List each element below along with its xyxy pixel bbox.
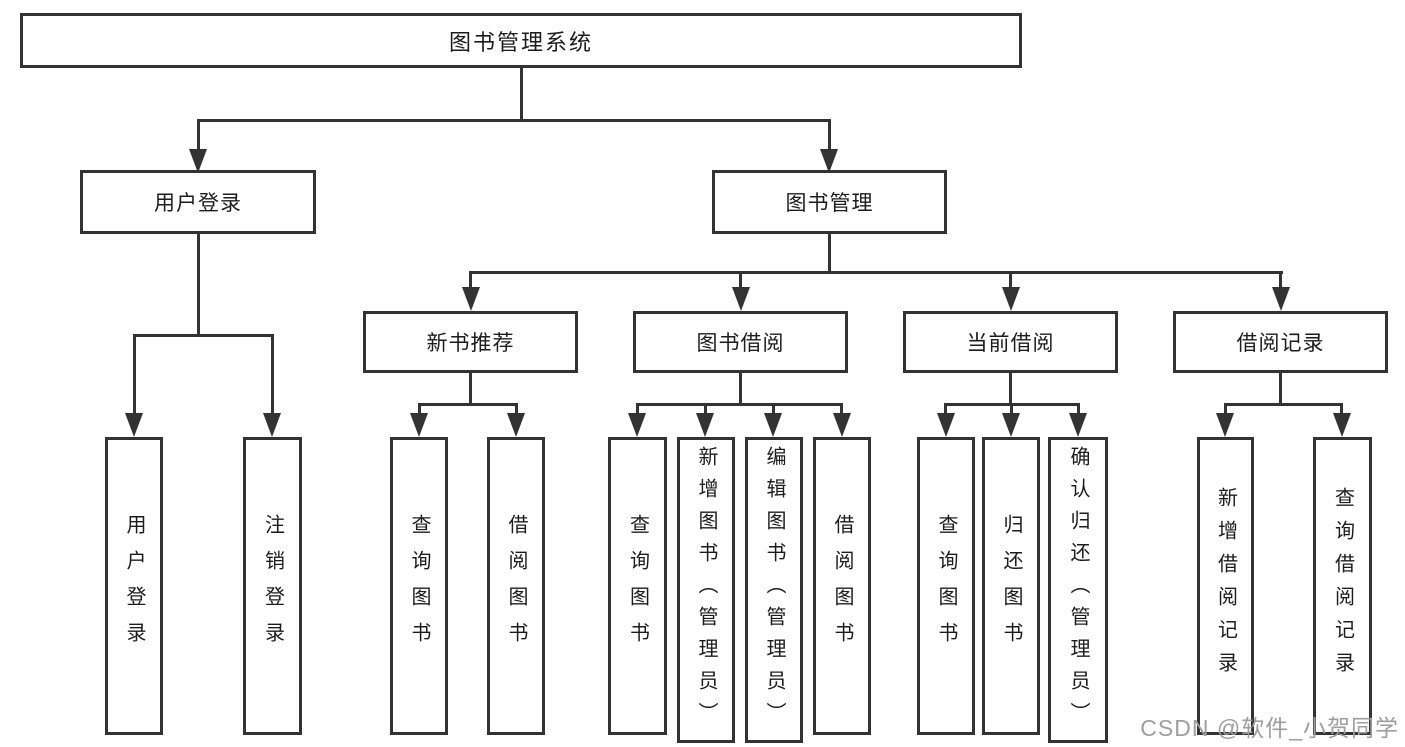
node-label: 当前借阅 [966,332,1055,355]
node-label: 借阅图书 [831,514,853,658]
arrow-down-icon [507,413,525,437]
arrow-down-icon [462,287,480,311]
node-query-book-current: 查询图书 [917,437,975,735]
node-borrow-book: 借阅图书 [813,437,871,735]
node-borrowing-records: 借阅记录 [1173,311,1388,373]
connector-line [1077,403,1080,413]
connector-line [469,271,472,287]
connector-line [515,403,518,413]
node-label: 编辑图书（管理员） [763,446,785,734]
node-book-management: 图书管理 [712,170,947,234]
connector-line [1009,271,1012,287]
connector-line [1279,271,1282,287]
node-label: 查询借阅记录 [1331,487,1354,685]
connector-line [1224,403,1227,413]
connector-line [1279,373,1282,406]
connector-line [469,373,472,406]
connector-line [197,233,200,337]
connector-line [944,403,947,413]
arrow-down-icon [410,413,428,437]
node-label: 用户登录 [154,192,242,215]
node-add-borrow-record: 新增借阅记录 [1197,437,1254,735]
connector-line [772,403,775,413]
connector-line [469,271,1283,274]
arrow-down-icon [696,413,714,437]
node-root-library-system: 图书管理系统 [20,13,1022,68]
node-query-book-borrowing: 查询图书 [608,437,667,735]
node-book-borrowing: 图书借阅 [633,311,848,373]
node-label: 图书管理 [785,192,874,215]
arrow-down-icon [820,149,838,173]
node-label: 确认归还（管理员） [1067,446,1089,734]
connector-line [133,334,136,414]
node-label: 查询图书 [626,514,649,658]
arrow-down-icon [1272,287,1290,311]
node-current-borrowing: 当前借阅 [903,311,1118,373]
arrow-down-icon [732,287,750,311]
connector-line [828,233,831,274]
node-label: 查询图书 [408,514,430,658]
node-label: 新增借阅记录 [1214,487,1237,685]
connector-line [739,271,742,287]
node-return-book: 归还图书 [982,437,1040,735]
node-label: 新书推荐 [426,332,515,355]
node-label: 图书管理系统 [448,29,593,55]
connector-line [1009,373,1012,406]
arrow-down-icon [833,413,851,437]
node-label: 借阅记录 [1236,332,1325,355]
connector-line [418,403,421,413]
connector-line [704,403,707,413]
arrow-down-icon [263,413,281,437]
node-label: 新增图书（管理员） [695,446,717,734]
node-label: 注销登录 [261,514,284,658]
arrow-down-icon [1333,413,1351,437]
node-user-login-leaf: 用户登录 [105,437,163,735]
node-logout: 注销登录 [243,437,302,735]
connector-line [1340,403,1343,413]
node-query-borrow-record: 查询借阅记录 [1313,437,1372,735]
node-borrow-book-recommend: 借阅图书 [487,437,545,735]
connector-line [636,403,639,413]
csdn-watermark: CSDN @软件_小贺同学 [1140,715,1399,741]
node-new-book-recommend: 新书推荐 [363,311,578,373]
node-label: 图书借阅 [696,332,785,355]
connector-line [271,334,274,414]
connector-line [197,119,831,122]
connector-line [1010,403,1013,413]
connector-line [418,403,518,406]
node-label: 借阅图书 [505,514,527,658]
node-label: 查询图书 [935,514,957,658]
connector-line [739,373,742,406]
arrow-down-icon [764,413,782,437]
arrow-down-icon [189,149,207,173]
connector-line [840,403,843,413]
arrow-down-icon [1002,287,1020,311]
arrow-down-icon [628,413,646,437]
arrow-down-icon [1002,413,1020,437]
connector-line [133,334,274,337]
node-query-book-recommend: 查询图书 [390,437,448,735]
node-edit-book-admin: 编辑图书（管理员） [745,437,803,743]
node-user-login: 用户登录 [80,170,316,234]
node-label: 用户登录 [123,514,145,658]
connector-line [636,403,843,406]
connector-line [520,68,523,121]
arrow-down-icon [125,413,143,437]
arrow-down-icon [1216,413,1234,437]
connector-line [828,119,831,152]
connector-line [1224,403,1343,406]
node-confirm-return-admin: 确认归还（管理员） [1048,437,1108,743]
node-add-book-admin: 新增图书（管理员） [677,437,735,743]
arrow-down-icon [1069,413,1087,437]
node-label: 归还图书 [1000,514,1022,658]
arrow-down-icon [937,413,955,437]
connector-line [197,119,200,152]
